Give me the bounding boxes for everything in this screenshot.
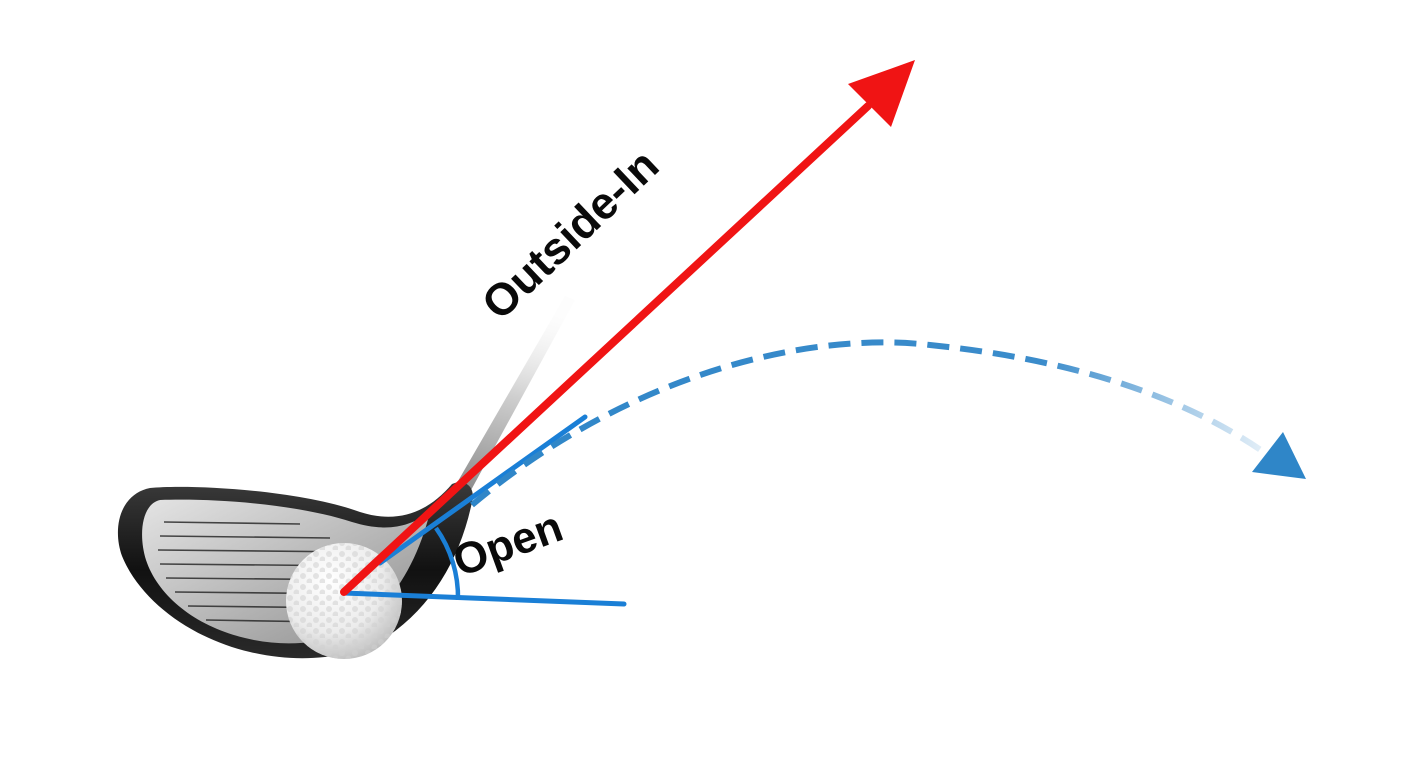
face-line xyxy=(377,414,588,566)
open-angle-arc xyxy=(434,526,461,601)
curved-dashed-arrow-icon xyxy=(470,339,1306,508)
swing-path-arrowhead xyxy=(848,60,915,127)
arrow-up-right-icon xyxy=(340,60,915,596)
ball-flight-path xyxy=(470,339,1270,508)
ball-flight-arrowhead xyxy=(1252,432,1306,479)
target-line xyxy=(341,590,627,607)
face-angle-lines xyxy=(341,414,627,607)
swing-path-arrow-shaft xyxy=(340,102,872,596)
golf-ball-icon xyxy=(286,543,402,659)
club-shaft xyxy=(454,296,575,492)
